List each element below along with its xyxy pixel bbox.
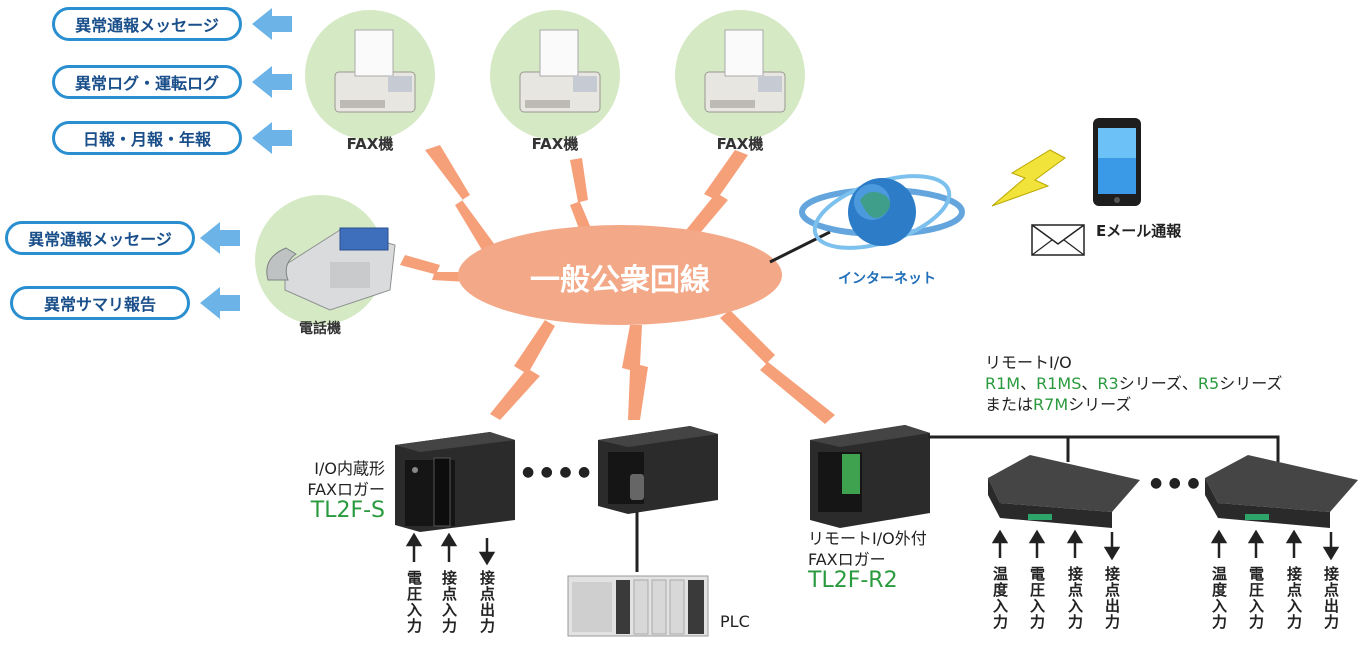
io-label-temp-in-1: 温度入力 (991, 566, 1009, 630)
remote-io-alt-post: シリーズ (1068, 395, 1132, 414)
io-label-voltage-in: 電圧入力 (405, 570, 423, 634)
remote-io-sep3: シリーズ、 (1118, 374, 1198, 393)
phone-output-pill-alarm: 異常通報メッセージ (5, 221, 195, 255)
remote-io-title: リモートI/O (985, 353, 1072, 372)
io-label-temp-in-2: 温度入力 (1210, 566, 1228, 630)
bolt-tl2fs (490, 320, 555, 420)
fax-machine-icon (704, 29, 786, 113)
public-network-label: 一般公衆回線 (530, 263, 710, 298)
ellipsis-dots-2: ● ● ● (1150, 475, 1201, 491)
tl2f-r2-caption: リモートI/O外付 FAXロガー TL2F-R2 (808, 528, 927, 593)
tl2f-r2-line1: リモートI/O外付 (808, 529, 927, 548)
tl2f-s-line2: FAXロガー (307, 480, 385, 499)
bolt-fax3 (678, 150, 748, 245)
bolt-phone (400, 255, 470, 282)
remote-io-sep2: 、 (1081, 374, 1098, 393)
tl2f-r2-line2: FAXロガー (808, 550, 886, 569)
ellipsis-dots-1: ● ● ● ● (522, 464, 592, 480)
fax-label-1: FAX機 (346, 135, 394, 153)
tl2f-r2-model: TL2F-R2 (808, 568, 898, 593)
tl2f-s-model: TL2F-S (310, 498, 385, 523)
envelope-icon (1031, 224, 1085, 256)
public-network-cloud (458, 225, 782, 325)
bolt-tl2fr2 (720, 310, 835, 424)
phone-output-pill-summary: 異常サマリ報告 (10, 286, 190, 320)
internet-label: インターネット (838, 271, 936, 287)
remote-io-caption: リモートI/O R1M、R1MS、R3シリーズ、R5シリーズ またはR7Mシリー… (985, 352, 1282, 415)
remote-io-bus (928, 435, 1280, 462)
remote-io-series: R1M、R1MS、R3シリーズ、R5シリーズ (985, 373, 1282, 394)
remote-io-module-1-icon (988, 455, 1140, 528)
output-arrows (200, 8, 292, 319)
fax-output-pill-alarm: 異常通報メッセージ (52, 7, 242, 41)
io-label-contact-out-2: 接点出力 (1322, 566, 1340, 630)
gateway-device-icon (598, 426, 718, 514)
remote-io-alt: またはR7Mシリーズ (985, 394, 1282, 415)
bolt-plc (622, 325, 648, 420)
fax-output-pill-reports: 日報・月報・年報 (52, 121, 242, 155)
smartphone-icon (1093, 118, 1141, 206)
fax-output-pill-log: 異常ログ・運転ログ (52, 65, 242, 99)
remote-io-sep1: 、 (1020, 374, 1037, 393)
io-label-contact-in: 接点入力 (440, 570, 458, 634)
remote-io-r1m: R1M (985, 374, 1021, 393)
io-label-contact-out: 接点出力 (478, 570, 496, 634)
io-arrows (405, 529, 1340, 566)
telephone-icon (266, 227, 396, 311)
remote-io-r3: R3 (1097, 374, 1119, 393)
email-label: Eメール通報 (1096, 222, 1182, 240)
io-label-voltage-in-2: 電圧入力 (1247, 566, 1265, 630)
tl2f-s-line1: I/O内蔵形 (314, 459, 385, 478)
fax-label-3: FAX機 (716, 135, 764, 153)
plc-label: PLC (720, 612, 750, 631)
remote-io-module-2-icon (1205, 455, 1358, 528)
plc-icon (567, 575, 709, 637)
fax-machine-icon (334, 29, 416, 113)
io-label-contact-out-1: 接点出力 (1103, 566, 1121, 630)
phone-label: 電話機 (299, 321, 341, 337)
tl2f-s-caption: I/O内蔵形 FAXロガー TL2F-S (285, 458, 385, 523)
remote-io-r1ms: R1MS (1036, 374, 1082, 393)
internet-link (769, 230, 831, 264)
io-label-contact-in-1: 接点入力 (1066, 566, 1084, 630)
bolt-fax2 (570, 158, 596, 242)
remote-io-sep4: シリーズ (1219, 374, 1283, 393)
fax-machine-icon (519, 29, 601, 113)
io-label-contact-in-2: 接点入力 (1285, 566, 1303, 630)
tl2f-s-device-icon (395, 432, 515, 532)
tl2f-r2-device-icon (810, 425, 930, 528)
internet-globe-icon (799, 174, 965, 250)
io-label-voltage-in-1: 電圧入力 (1028, 566, 1046, 630)
connection-bolts (400, 145, 835, 424)
wireless-bolt-icon (991, 149, 1066, 207)
remote-io-r5: R5 (1197, 374, 1220, 393)
remote-io-alt-pre: または (985, 395, 1034, 414)
bolt-fax1 (425, 145, 495, 250)
fax-label-2: FAX機 (531, 135, 579, 153)
remote-io-r7m: R7M (1033, 395, 1069, 414)
